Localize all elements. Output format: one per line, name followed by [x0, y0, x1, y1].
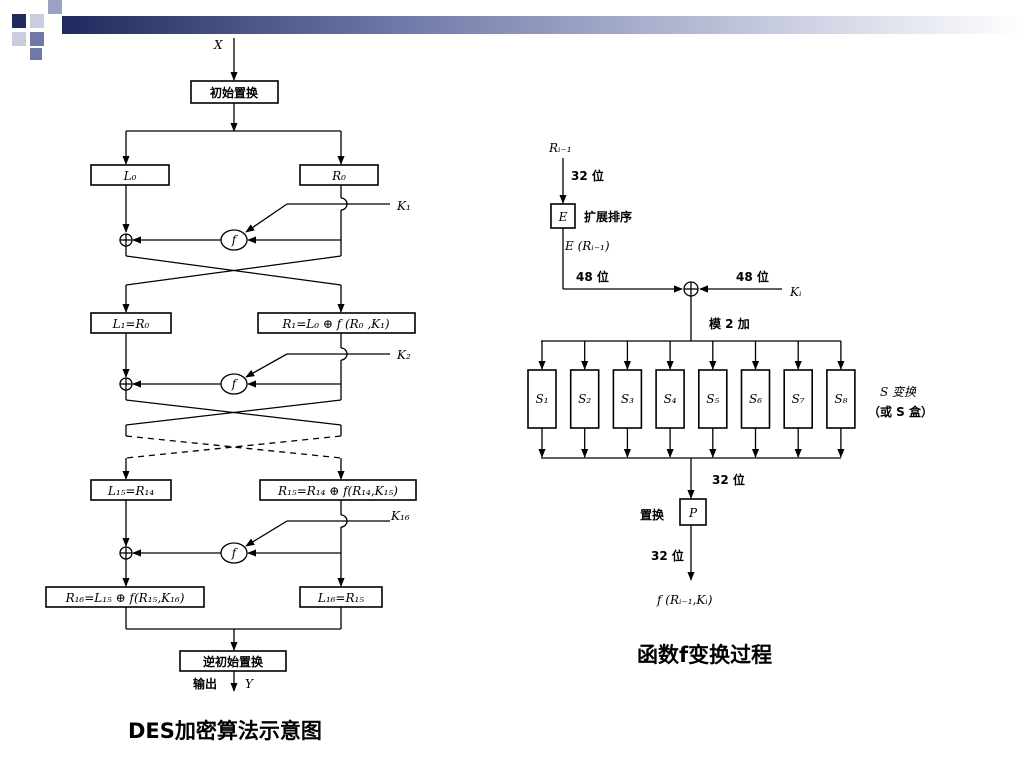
bits-32-b: 32 位 — [712, 472, 745, 487]
f-label-1: f — [231, 233, 239, 247]
p-permutation-label: 置换 — [640, 507, 665, 522]
initial-permutation-label: 初始置换 — [210, 85, 259, 100]
s-box-label-8: S₈ — [834, 392, 847, 406]
f-function-diagram: Rᵢ₋₁ 32 位 E 扩展排序 E (Rᵢ₋₁) 48 位 48 位 Kᵢ 模… — [527, 141, 933, 607]
p-permutation-box — [679, 498, 707, 526]
bits-48-left: 48 位 — [576, 269, 609, 284]
k16-label: K₁₆ — [390, 509, 410, 523]
r1-label: R₁=L₀ ⊕ f (R₀ ,K₁) — [281, 317, 390, 331]
p-box-label: P — [688, 506, 698, 520]
header-square-light — [30, 14, 44, 28]
s-box-label-6: S₆ — [749, 392, 762, 406]
l15-label: L₁₅=R₁₄ — [107, 484, 154, 498]
f-label-2: f — [231, 377, 239, 391]
s-box-7 — [783, 369, 814, 429]
bits-32-a: 32 位 — [571, 168, 604, 183]
des-diagram: X 初始置换 L₀ R₀ K₁ f L₁=R₀ — [45, 38, 417, 692]
s-box-label-5: S₅ — [706, 392, 719, 406]
l1-label: L₁=R₀ — [112, 317, 150, 331]
header-gradient-bar — [62, 16, 1024, 34]
inverse-permutation-box — [179, 650, 287, 672]
header-square-dark-2 — [30, 48, 42, 60]
r16-label: R₁₆=L₁₅ ⊕ f(R₁₅,K₁₆) — [65, 591, 185, 605]
f-caption: 函数f变换过程 — [637, 643, 772, 667]
s-transform-label: S 变换 — [880, 385, 917, 399]
l15-box — [90, 479, 172, 501]
s-box-label-2: S₂ — [578, 392, 591, 406]
header-square-mid — [48, 0, 62, 14]
header-square-light-2 — [12, 32, 26, 46]
inverse-permutation-label: 逆初始置换 — [203, 654, 264, 669]
key-label: Kᵢ — [789, 285, 802, 299]
bits-48-right: 48 位 — [736, 269, 769, 284]
k2-label: K₂ — [396, 348, 411, 362]
f-input-label: Rᵢ₋₁ — [548, 141, 572, 155]
s-box-4 — [655, 369, 685, 429]
bits-32-c: 32 位 — [651, 548, 684, 563]
mod2-label: 模 2 加 — [709, 316, 750, 331]
header-square-mid-2 — [30, 32, 44, 46]
des-caption: DES加密算法示意图 — [128, 719, 322, 743]
l16-label: L₁₆=R₁₅ — [317, 591, 364, 605]
r0-box — [299, 164, 379, 186]
r1-box — [257, 312, 416, 334]
header-square-dark — [12, 14, 26, 28]
s-box-label-4: S₄ — [664, 392, 677, 406]
header-white-strip — [46, 34, 426, 46]
s-box-note: （或 S 盒） — [868, 404, 933, 419]
s-box-group: S₁ S₂ S₃ S₄ S₅ S₆ S₇ S₈ — [527, 341, 856, 458]
des-output: Y — [245, 677, 254, 691]
l1-box — [90, 312, 172, 334]
e-expansion-label: 扩展排序 — [584, 209, 632, 224]
l0-label: L₀ — [123, 169, 137, 183]
s-box-label-1: S₁ — [535, 392, 548, 406]
r15-box — [259, 479, 417, 501]
f-label-16: f — [231, 546, 239, 560]
s-box-label-3: S₃ — [621, 392, 634, 406]
s-box-6 — [740, 369, 771, 429]
r16-box — [45, 586, 205, 608]
e-box-label: E — [558, 210, 568, 224]
k1-label: K₁ — [396, 199, 411, 213]
r0-label: R₀ — [331, 169, 346, 183]
l0-box — [90, 164, 170, 186]
des-input-label: X — [213, 38, 223, 52]
s-box-3 — [612, 369, 643, 429]
f-output-label: f (Rᵢ₋₁,Kᵢ) — [656, 593, 713, 607]
output-label: 输出 — [193, 676, 217, 691]
r15-label: R₁₅=R₁₄ ⊕ f(R₁₄,K₁₅) — [277, 484, 398, 498]
s-box-label-7: S₇ — [792, 392, 805, 406]
e-output-label: E (Rᵢ₋₁) — [564, 239, 610, 253]
